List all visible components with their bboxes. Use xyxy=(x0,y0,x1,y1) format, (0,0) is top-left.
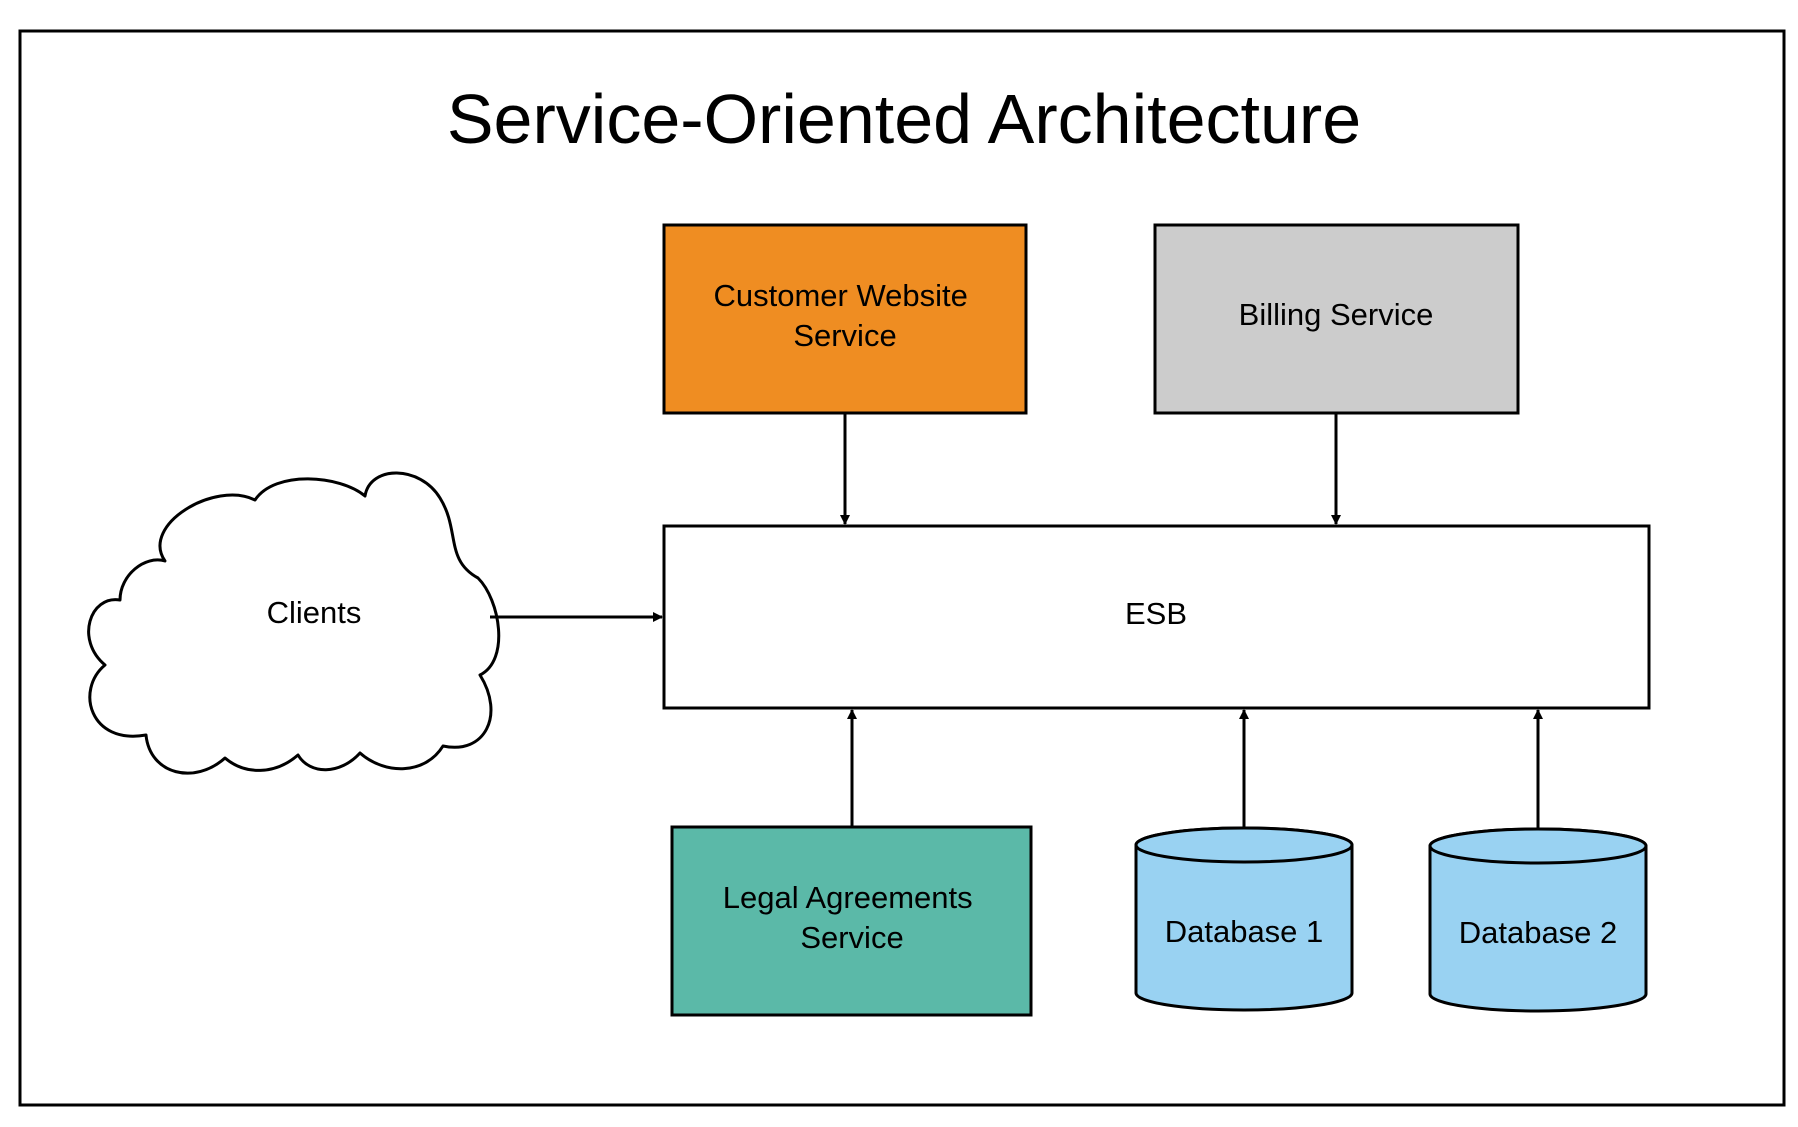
database-1-label: Database 1 xyxy=(1165,914,1324,949)
esb-node[interactable]: ESB xyxy=(662,524,1651,710)
customer-website-service-label: Customer Website Service xyxy=(713,278,976,353)
database-2-node[interactable]: Database 2 xyxy=(1428,827,1648,1013)
customer-website-service-node[interactable]: Customer Website Service xyxy=(662,223,1028,415)
legal-agreements-service-label-line2: Service xyxy=(800,920,903,955)
database-2-cylinder-top xyxy=(1428,827,1648,865)
clients-node[interactable]: Clients xyxy=(87,471,501,775)
legal-agreements-service-label: Legal Agreements Service xyxy=(723,880,982,955)
customer-website-service-label-line2: Service xyxy=(793,318,896,353)
legal-agreements-service-node[interactable]: Legal Agreements Service xyxy=(670,825,1033,1017)
database-1-cylinder-top xyxy=(1134,826,1354,864)
billing-service-node[interactable]: Billing Service xyxy=(1153,223,1520,415)
legal-agreements-service-box xyxy=(670,825,1033,1017)
clients-cloud-shape xyxy=(87,471,501,775)
billing-service-label: Billing Service xyxy=(1239,297,1434,332)
esb-label: ESB xyxy=(1125,596,1187,631)
legal-agreements-service-label-line1: Legal Agreements xyxy=(723,880,973,915)
database-1-node[interactable]: Database 1 xyxy=(1134,826,1354,1012)
customer-website-service-label-line1: Customer Website xyxy=(713,278,967,313)
billing-service-box xyxy=(1153,223,1520,415)
database-2-label: Database 2 xyxy=(1459,915,1618,950)
esb-box xyxy=(662,524,1651,710)
customer-website-service-box xyxy=(662,223,1028,415)
diagram-title: Service-Oriented Architecture xyxy=(447,80,1361,158)
clients-label: Clients xyxy=(267,595,362,630)
